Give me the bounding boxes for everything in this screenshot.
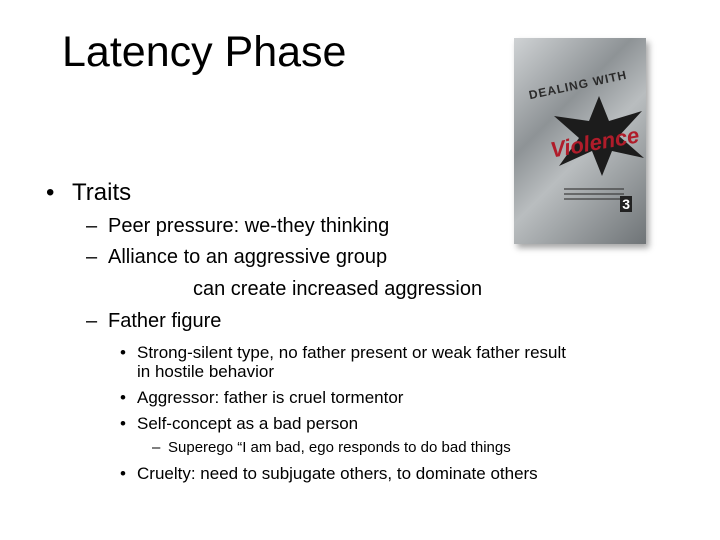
dash-marker: –: [86, 310, 98, 332]
bullet-alliance-continued: can create increased aggression: [193, 278, 483, 300]
bullet-marker: •: [120, 388, 126, 407]
bullet-strong-silent-continued: in hostile behavior: [137, 362, 275, 381]
book-cover-image: DEALING WITH Violence 3: [514, 38, 646, 244]
bullet-peer-pressure: Peer pressure: we-they thinking: [108, 215, 390, 237]
bullet-father-figure: Father figure: [108, 310, 222, 332]
bullet-traits: Traits: [72, 179, 132, 206]
bullet-alliance: Alliance to an aggressive group: [108, 246, 388, 268]
cover-badge: 3: [620, 196, 632, 212]
star-burst-icon: [554, 96, 644, 176]
bullet-marker: •: [120, 343, 126, 362]
bullet-cruelty: Cruelty: need to subjugate others, to do…: [137, 464, 538, 483]
bullet-strong-silent: Strong-silent type, no father present or…: [137, 343, 567, 362]
dash-marker: –: [86, 215, 98, 237]
bullet-self-concept: Self-concept as a bad person: [137, 414, 359, 433]
bullet-superego: Superego “I am bad, ego responds to do b…: [168, 439, 511, 456]
bullet-marker: •: [46, 179, 55, 206]
cover-subtitle-lines: [564, 188, 624, 202]
bullet-marker: •: [120, 414, 126, 433]
slide-title: Latency Phase: [62, 28, 347, 76]
bullet-aggressor: Aggressor: father is cruel tormentor: [137, 388, 404, 407]
dash-marker: –: [152, 439, 161, 456]
dash-marker: –: [86, 246, 98, 268]
bullet-marker: •: [120, 464, 126, 483]
